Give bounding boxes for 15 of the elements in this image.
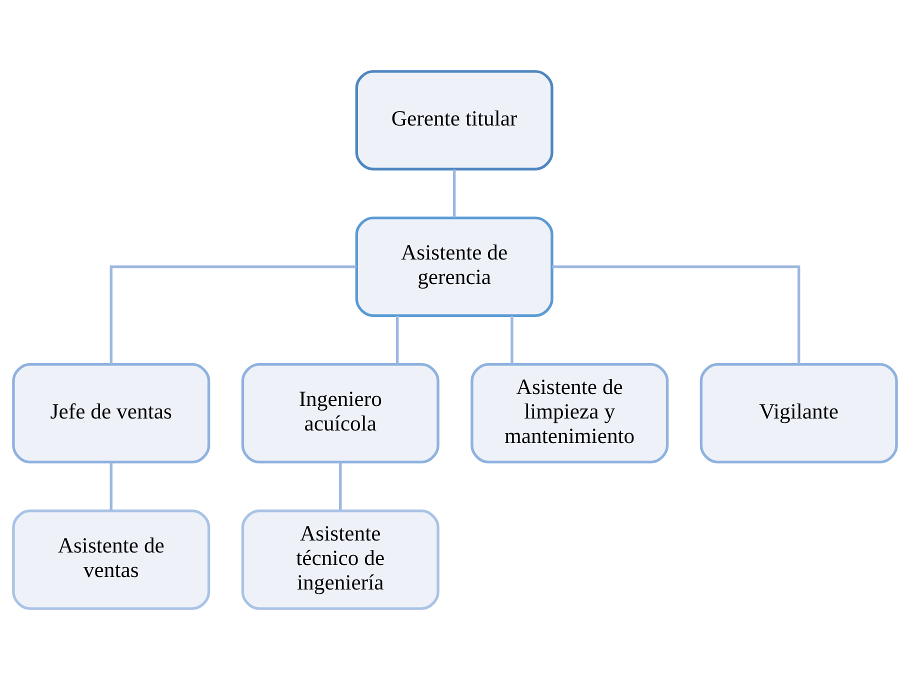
connector xyxy=(552,264,800,364)
node-box: Asistente técnico de ingeniería xyxy=(241,509,440,610)
connector xyxy=(396,315,399,364)
node-box: Gerente titular xyxy=(355,70,554,170)
node-box: Asistente de ventas xyxy=(12,509,210,610)
connector xyxy=(452,168,456,217)
connector xyxy=(110,462,112,510)
node-box: Vigilante xyxy=(700,362,898,463)
connector xyxy=(339,462,342,510)
connector xyxy=(510,315,514,364)
node-box: Jefe de ventas xyxy=(12,362,210,463)
node-box: Asistente de limpieza y mantenimiento xyxy=(470,362,669,463)
node-box: Ingeniero acuícola xyxy=(241,362,440,463)
node-box: Asistente de gerencia xyxy=(355,216,554,316)
connector xyxy=(110,264,356,364)
